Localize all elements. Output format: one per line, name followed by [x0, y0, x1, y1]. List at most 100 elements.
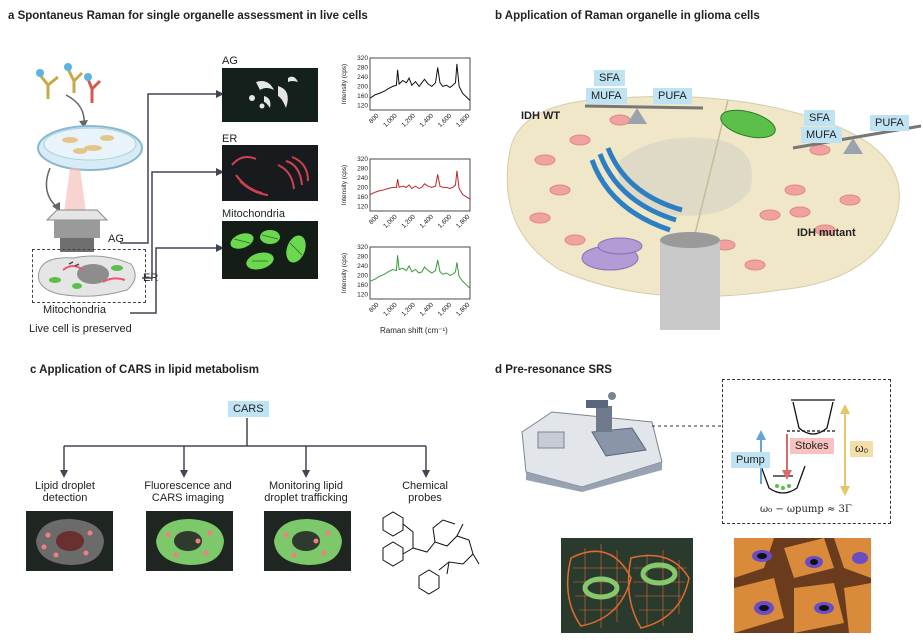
- pre-resonance-equation: ω₀ − ωpump ≈ 3Γ: [760, 504, 852, 515]
- idh-mutant-label: IDH mutant: [797, 227, 856, 239]
- laser-beam-illustration: [64, 168, 86, 213]
- x-tick-label: 1,400: [419, 301, 436, 318]
- y-tick-label: 280: [357, 64, 368, 71]
- right-mufa-box: MUFA: [801, 127, 842, 143]
- omega0-label: ω₀: [850, 441, 874, 457]
- idh-wt-label: IDH WT: [521, 110, 561, 122]
- image-label-mitochondria: Mitochondria: [222, 208, 285, 220]
- left-pufa-box: PUFA: [653, 88, 692, 104]
- right-sfa-box: SFA: [804, 110, 835, 126]
- branch-lipid-droplet: Lipid droplet detection: [35, 480, 95, 504]
- y-tick-label: 160: [357, 93, 368, 100]
- cell-illustration: [37, 255, 136, 297]
- plot-frame: [369, 158, 471, 212]
- branch-trafficking: Monitoring lipid droplet trafficking: [264, 480, 348, 504]
- y-tick-label: 120: [357, 102, 368, 109]
- panel-a-title: a Spontaneus Raman for single organelle …: [8, 10, 368, 22]
- probe-molecules-illustration: [36, 63, 102, 103]
- y-tick-label: 240: [357, 263, 368, 270]
- x-tick-label: 1,000: [382, 301, 399, 318]
- x-tick-label: 1,800: [455, 112, 472, 129]
- x-tick-label: 1,200: [400, 213, 417, 230]
- cars-root-box: CARS: [228, 401, 269, 417]
- srs-microscope-illustration: [521, 392, 663, 492]
- x-tick-label: 1,600: [437, 112, 454, 129]
- x-tick-label: 1,000: [382, 112, 399, 129]
- left-mufa-box: MUFA: [586, 88, 627, 104]
- x-tick-label: 1,400: [419, 213, 436, 230]
- stokes-label: Stokes: [790, 438, 834, 454]
- y-tick-label: 320: [357, 55, 368, 62]
- srs-leader-line: [652, 425, 722, 427]
- cell-label-mitochondria: Mitochondria: [43, 304, 106, 316]
- plot-frame: [369, 57, 471, 111]
- srs-image-orange-mesh: [561, 538, 693, 633]
- x-tick-label: 1,600: [437, 301, 454, 318]
- y-tick-label: 320: [357, 156, 368, 163]
- y-tick-label: 160: [357, 194, 368, 201]
- y-axis-label: Intensity (cps): [341, 64, 348, 104]
- lipid-droplet-image: [26, 511, 113, 571]
- x-tick-label: 1,600: [437, 213, 454, 230]
- cell-label-ag: AG: [108, 233, 124, 245]
- energy-level-diagram: [756, 399, 850, 496]
- cars-tree-connectors: [60, 418, 430, 478]
- microscope-objective-illustration: [45, 209, 109, 252]
- y-tick-label: 200: [357, 83, 368, 90]
- image-label-er: ER: [222, 133, 238, 145]
- x-tick-label: 800: [368, 301, 381, 314]
- er-image: [222, 145, 318, 201]
- x-tick-label: 800: [368, 112, 381, 125]
- right-pufa-box: PUFA: [870, 115, 909, 131]
- raman-shift-axis-label: Raman shift (cm⁻¹): [380, 326, 448, 335]
- trafficking-image: [264, 511, 351, 571]
- y-tick-label: 320: [357, 244, 368, 251]
- spectrum-line: [369, 255, 471, 289]
- ag-image: [222, 68, 318, 122]
- y-axis-label: Intensity (cps): [341, 253, 348, 293]
- x-tick-label: 1,800: [455, 301, 472, 318]
- x-tick-label: 1,200: [400, 301, 417, 318]
- energy-diagram-box: [722, 379, 891, 524]
- mitochondria-image: [222, 221, 318, 279]
- x-tick-label: 1,200: [400, 112, 417, 129]
- y-tick-label: 280: [357, 253, 368, 260]
- left-sfa-box: SFA: [594, 70, 625, 86]
- petri-dish-illustration: [37, 125, 143, 171]
- connector-arrows: [120, 90, 224, 314]
- panel-d-title: d Pre-resonance SRS: [495, 364, 612, 376]
- panel-c-title: c Application of CARS in lipid metabolis…: [30, 364, 259, 376]
- y-axis-label: Intensity (cps): [341, 165, 348, 205]
- image-label-ag: AG: [222, 55, 238, 67]
- flow-arrow-icon: [65, 94, 88, 128]
- y-tick-label: 240: [357, 74, 368, 81]
- x-tick-label: 1,800: [455, 213, 472, 230]
- x-tick-label: 1,400: [419, 112, 436, 129]
- cell-zoom-box: [32, 249, 146, 303]
- fluorescence-cars-image: [146, 511, 233, 571]
- x-tick-label: 1,000: [382, 213, 399, 230]
- live-cell-caption: Live cell is preserved: [29, 323, 132, 335]
- spectrum-line: [369, 63, 471, 101]
- left-balance-icon: [584, 104, 704, 124]
- y-tick-label: 200: [357, 272, 368, 279]
- y-tick-label: 280: [357, 165, 368, 172]
- pump-label: Pump: [731, 452, 770, 468]
- y-tick-label: 120: [357, 291, 368, 298]
- plot-frame: [369, 246, 471, 300]
- y-tick-label: 160: [357, 282, 368, 289]
- spectrum-line: [369, 170, 471, 200]
- y-tick-label: 120: [357, 203, 368, 210]
- chemical-structure-illustration: [382, 511, 480, 595]
- branch-chemical-probes: Chemical probes: [402, 480, 448, 504]
- x-tick-label: 800: [368, 213, 381, 226]
- branch-fluorescence: Fluorescence and CARS imaging: [144, 480, 232, 504]
- panel-b-title: b Application of Raman organelle in glio…: [495, 10, 760, 22]
- y-tick-label: 240: [357, 175, 368, 182]
- glioma-cell-illustration: [506, 95, 900, 330]
- srs-image-cells: [734, 538, 871, 633]
- y-tick-label: 200: [357, 184, 368, 191]
